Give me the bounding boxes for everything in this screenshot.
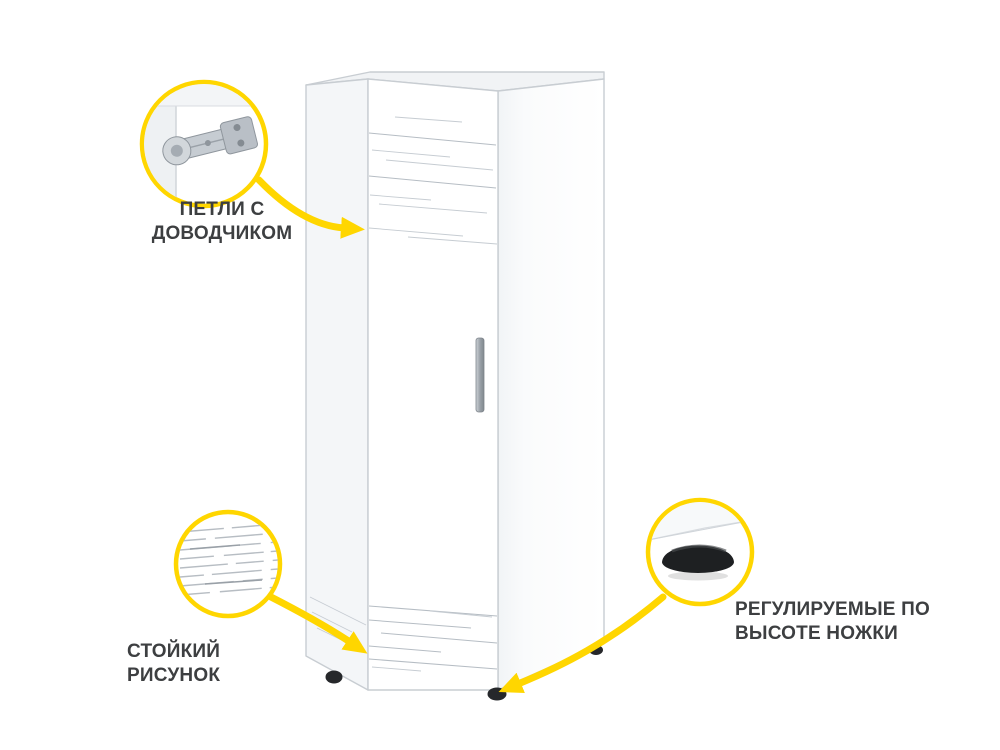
wardrobe — [305, 71, 605, 691]
hinges-label: ПЕТЛИ С ДОВОДЧИКОМ — [151, 199, 293, 244]
foot-front — [487, 687, 507, 701]
arrow-to-foot — [498, 593, 667, 694]
soft-close-hinge-photo — [144, 84, 264, 204]
arrow-to-hinge — [255, 176, 365, 239]
door-pattern-top — [368, 116, 498, 245]
door-handle — [475, 337, 485, 413]
wardrobe-right-panel — [497, 78, 605, 691]
arrow-to-pattern — [267, 593, 368, 654]
wardrobe-left-panel — [305, 78, 369, 691]
legs-label: РЕГУЛИРУЕМЫЕ ПО ВЫСОТЕ НОЖКИ — [735, 599, 930, 644]
callout-arrows — [255, 176, 667, 694]
foot-left — [325, 670, 343, 684]
wood-grain-texture-photo — [179, 523, 278, 596]
pattern-label: СТОЙКИЙ РИСУНОК — [127, 641, 221, 686]
wood-grain-callout-circle — [173, 509, 283, 619]
